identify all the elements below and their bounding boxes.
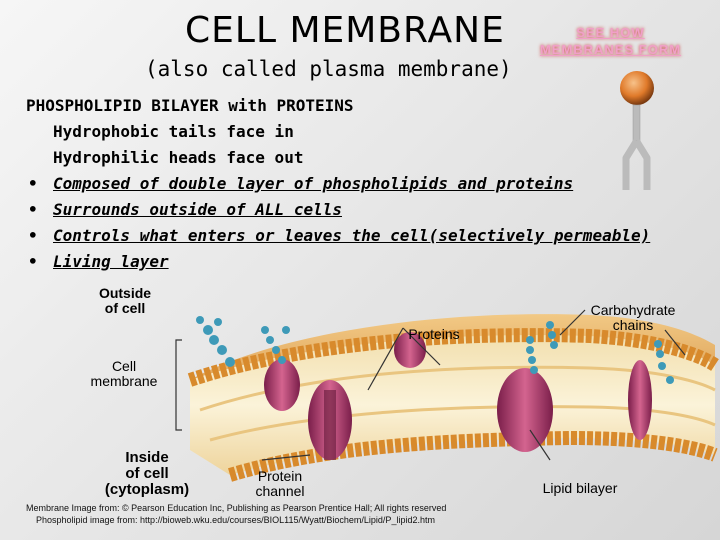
bullet-item: •Controls what enters or leaves the cell… <box>28 226 651 245</box>
bullet-item: •Living layer <box>28 252 169 271</box>
sub-point-hydrophilic: Hydrophilic heads face out <box>53 148 304 167</box>
see-link-line1: SEE HOW <box>576 25 645 40</box>
page-title: CELL MEMBRANE <box>185 10 505 51</box>
protein-channel-label: Protein channel <box>255 468 305 499</box>
cell-membrane-diagram <box>175 309 719 482</box>
see-link-line2: MEMBRANES FORM <box>539 42 682 57</box>
cell-membrane-label: Cell membrane <box>90 358 158 389</box>
outside-cell-label: Outside of cell <box>98 285 152 316</box>
page-subtitle: (also called plasma membrane) <box>145 57 512 81</box>
inside-cell-label: Inside of cell (cytoplasm) <box>104 449 190 498</box>
credit-line: Phospholipid image from: http://bioweb.w… <box>36 515 435 525</box>
carbohydrate-chains-label: Carbohydrate chains <box>590 302 676 333</box>
section-heading: PHOSPHOLIPID BILAYER with PROTEINS <box>26 96 354 115</box>
phospholipid-icon <box>620 71 654 190</box>
lipid-bilayer-label: Lipid bilayer <box>542 480 618 496</box>
sub-point-hydrophobic: Hydrophobic tails face in <box>53 122 294 141</box>
see-how-membranes-form-link[interactable]: SEE HOW MEMBRANES FORM <box>528 24 693 58</box>
credit-line: Membrane Image from: © Pearson Education… <box>26 503 447 513</box>
bullet-item: •Surrounds outside of ALL cells <box>28 200 342 219</box>
bullet-item: •Composed of double layer of phospholipi… <box>28 174 574 193</box>
proteins-label: Proteins <box>408 326 460 342</box>
